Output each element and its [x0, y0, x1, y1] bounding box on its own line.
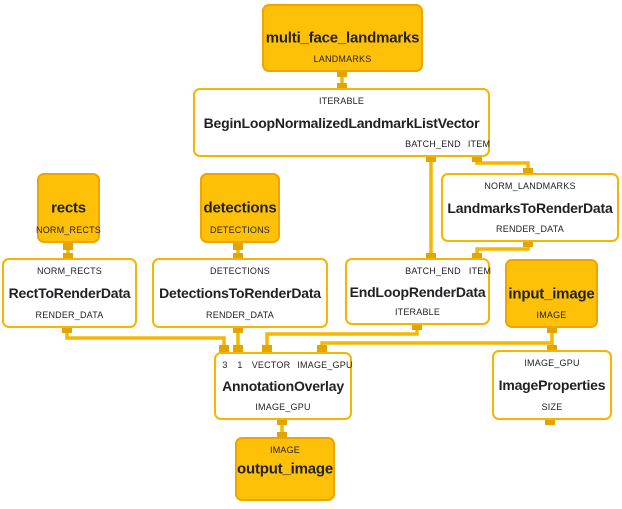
- port-label-3: 3: [222, 360, 228, 370]
- port-label-image: IMAGE: [269, 445, 301, 455]
- port-label-norm-rects: NORM_RECTS: [36, 266, 103, 276]
- port-label-norm-rects: NORM_RECTS: [35, 225, 102, 235]
- port-label-render-data: RENDER_DATA: [35, 310, 104, 320]
- node-detections[interactable]: detections DETECTIONS: [200, 173, 280, 243]
- node-title: DetectionsToRenderData: [159, 285, 321, 301]
- edge-endloop-iterable-to-annotationoverlay-vector: [265, 325, 419, 351]
- node-title: output_image: [237, 460, 333, 478]
- node-multi-face-landmarks[interactable]: multi_face_landmarks LANDMARKS: [262, 4, 423, 72]
- port-label-batch-end: BATCH_END: [405, 266, 461, 276]
- node-image-properties[interactable]: IMAGE_GPU ImageProperties SIZE: [492, 350, 612, 420]
- node-title: BeginLoopNormalizedLandmarkListVector: [203, 114, 480, 131]
- node-title: LandmarksToRenderData: [447, 199, 613, 216]
- node-title: AnnotationOverlay: [222, 378, 344, 394]
- node-title: input_image: [508, 285, 595, 302]
- port-label-landmarks: LANDMARKS: [313, 54, 372, 64]
- node-begin-loop-normalized-landmark-list-vector[interactable]: ITERABLE BeginLoopNormalizedLandmarkList…: [193, 88, 490, 157]
- port-label-image-gpu: IMAGE_GPU: [255, 402, 311, 412]
- port-label-render-data: RENDER_DATA: [496, 224, 564, 234]
- node-detections-to-render-data[interactable]: DETECTIONS DetectionsToRenderData RENDER…: [152, 258, 328, 328]
- edge-recttorenderdata-to-annotationoverlay-3: [65, 328, 226, 351]
- node-title: ImageProperties: [498, 377, 606, 393]
- port-label-image: IMAGE: [536, 310, 567, 320]
- node-input-image[interactable]: input_image IMAGE: [505, 259, 598, 328]
- port-label-iterable: ITERABLE: [394, 307, 441, 317]
- port-label-size: SIZE: [541, 402, 563, 412]
- node-title: rects: [51, 199, 86, 217]
- port-label-detections: DETECTIONS: [209, 225, 271, 235]
- node-title: EndLoopRenderData: [349, 283, 486, 300]
- node-rects[interactable]: rects NORM_RECTS: [35, 173, 102, 243]
- node-title: detections: [203, 199, 277, 217]
- port-label-iterable: ITERABLE: [318, 96, 365, 106]
- node-title: RectToRenderData: [8, 285, 131, 301]
- port-label-image-gpu: IMAGE_GPU: [524, 358, 580, 368]
- edge-beginloop-item-to-landmarkstorenderdata: [475, 157, 530, 173]
- port-label-vector: VECTOR: [251, 360, 291, 370]
- node-output-image[interactable]: IMAGE output_image: [235, 437, 335, 501]
- port-label-norm-landmarks: NORM_LANDMARKS: [484, 181, 576, 191]
- port-label-1: 1: [237, 360, 243, 370]
- edge-landmarkstorenderdata-to-endloop-item: [475, 242, 530, 258]
- port-label-render-data: RENDER_DATA: [206, 310, 274, 320]
- node-rect-to-render-data[interactable]: NORM_RECTS RectToRenderData RENDER_DATA: [2, 258, 137, 328]
- port-label-batch-end: BATCH_END: [405, 139, 461, 149]
- node-title: multi_face_landmarks: [265, 29, 420, 47]
- port-label-image-gpu: IMAGE_GPU: [297, 360, 353, 370]
- port-label-item: ITEM: [467, 139, 491, 149]
- port-label-item: ITEM: [468, 266, 492, 276]
- port-label-detections: DETECTIONS: [209, 266, 271, 276]
- node-end-loop-render-data[interactable]: BATCH_END ITEM EndLoopRenderData ITERABL…: [345, 258, 492, 325]
- node-annotation-overlay[interactable]: 3 1 VECTOR IMAGE_GPU AnnotationOverlay I…: [214, 352, 352, 420]
- node-landmarks-to-render-data[interactable]: NORM_LANDMARKS LandmarksToRenderData REN…: [441, 173, 619, 242]
